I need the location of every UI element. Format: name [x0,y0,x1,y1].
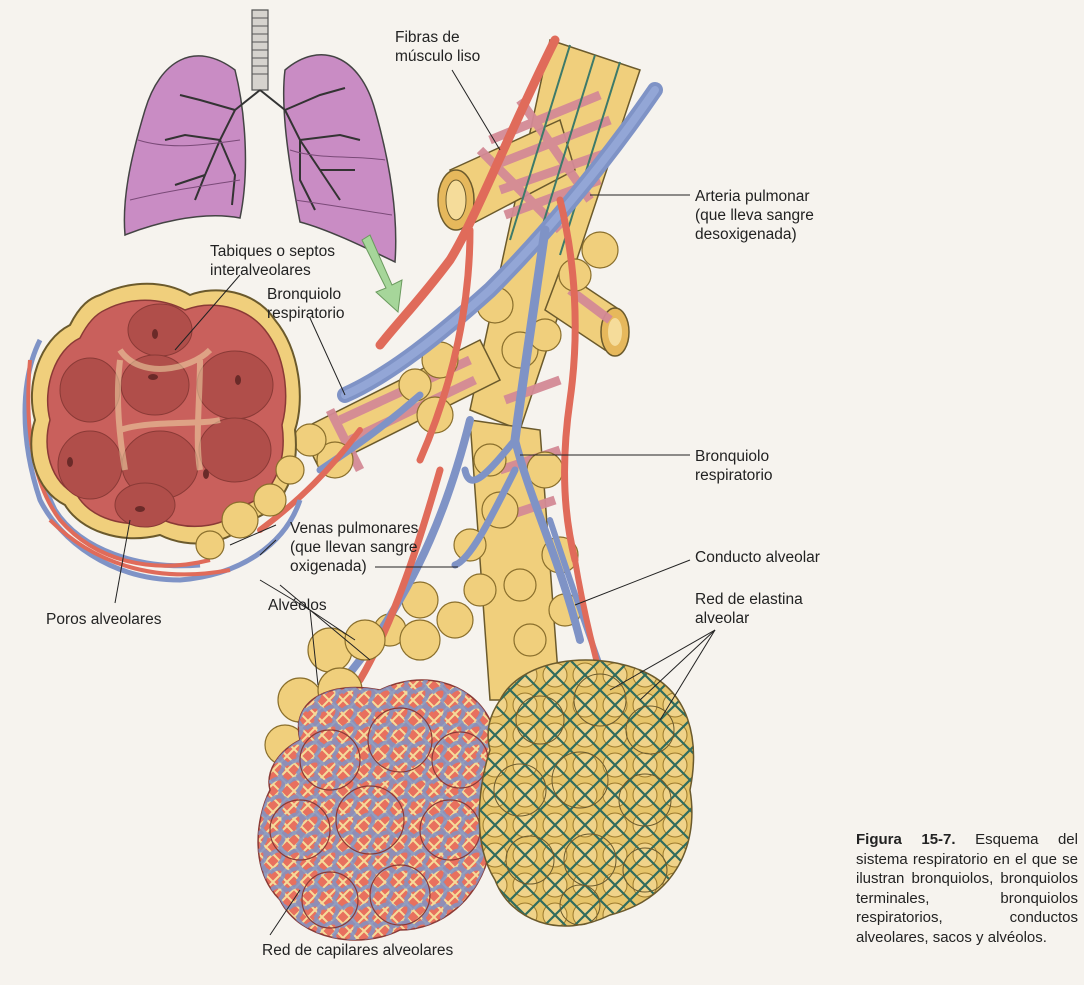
capillary-cluster [257,619,504,941]
label-line: desoxigenada) [695,226,797,243]
label-line: Red de elastina [695,591,803,608]
figure-caption: Figura 15-7. Esquema del sistema respira… [856,830,1078,947]
figure-number: Figura 15-7. [856,831,956,848]
label-line: oxigenada) [290,558,367,575]
label-line: (que lleva sangre [695,207,814,224]
label-line: Alvéolos [268,597,327,614]
figure-caption-text: Esquema del sistema respiratorio en el q… [856,831,1078,946]
label-venas-pulmonares: Venas pulmonares (que llevan sangre oxig… [290,519,418,576]
label-line: respiratorio [695,467,773,484]
label-line: Tabiques o septos [210,243,335,260]
label-line: Fibras de [395,29,460,46]
label-bronquiolo-respiratorio-right: Bronquiolo respiratorio [695,447,773,485]
label-line: (que llevan sangre [290,539,418,556]
label-tabiques: Tabiques o septos interalveolares [210,242,335,280]
label-conducto-alveolar: Conducto alveolar [695,548,820,567]
label-line: interalveolares [210,262,311,279]
alveolar-sac-section [22,282,305,583]
label-poros-alveolares: Poros alveolares [46,610,161,629]
label-line: Venas pulmonares [290,520,419,537]
label-arteria-pulmonar: Arteria pulmonar (que lleva sangre desox… [695,187,814,244]
label-line: alveolar [695,610,750,627]
elastin-cluster [478,659,695,927]
zoom-arrow [361,234,403,314]
leader-lines [114,69,716,936]
label-line: Arteria pulmonar [695,188,810,205]
label-fibras-musculo-liso: Fibras de músculo liso [395,28,480,66]
label-line: Red de capilares alveolares [262,942,454,959]
label-red-capilares: Red de capilares alveolares [262,941,453,960]
label-alveolos: Alvéolos [268,596,327,615]
label-line: Bronquiolo [695,448,770,465]
right-lung [282,54,397,264]
label-line: músculo liso [395,48,481,65]
label-red-elastina: Red de elastina alveolar [695,590,803,628]
lungs-illustration [123,9,403,314]
label-line: Poros alveolares [46,611,162,628]
label-line: respiratorio [267,305,345,322]
bronchial-tree [257,35,663,743]
label-line: Conducto alveolar [695,549,820,566]
label-bronquiolo-respiratorio-top: Bronquiolo respiratorio [267,285,345,323]
label-line: Bronquiolo [267,286,342,303]
